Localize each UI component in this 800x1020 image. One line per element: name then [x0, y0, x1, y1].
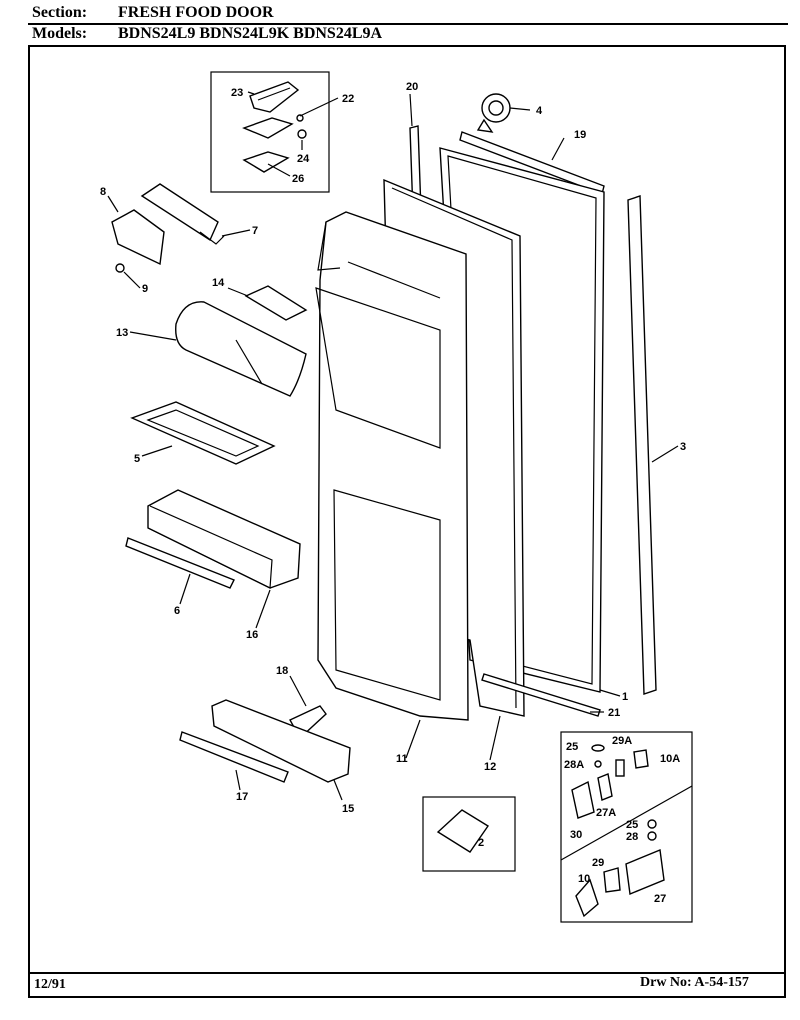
label-21: 21 — [608, 707, 620, 719]
label-18: 18 — [276, 665, 288, 677]
label-16: 16 — [246, 629, 258, 641]
label-27: 27 — [654, 893, 666, 905]
label-19: 19 — [574, 129, 586, 141]
part-16-bin — [147, 489, 301, 589]
label-29a: 29A — [612, 735, 632, 747]
label-22: 22 — [342, 93, 354, 105]
label-3: 3 — [680, 441, 686, 453]
label-17: 17 — [236, 791, 248, 803]
label-25a: 25 — [566, 741, 578, 753]
label-10: 10 — [578, 873, 590, 885]
part-6-strip — [125, 537, 235, 589]
part-15-bin — [211, 699, 351, 783]
footer-divider — [28, 972, 786, 974]
label-12: 12 — [484, 761, 496, 773]
label-7: 7 — [252, 225, 258, 237]
label-30: 30 — [570, 829, 582, 841]
part-4-plug — [476, 93, 511, 133]
part-labels: 23 22 24 26 20 4 19 8 7 9 14 13 5 3 6 16… — [100, 81, 686, 905]
label-1: 1 — [622, 691, 628, 703]
part-17-strip — [179, 731, 289, 783]
part-24-washer — [297, 129, 307, 139]
label-26: 26 — [292, 173, 304, 185]
label-20: 20 — [406, 81, 418, 93]
section-value: FRESH FOOD DOOR — [118, 4, 274, 21]
label-28a: 28A — [564, 759, 584, 771]
diagram-frame — [28, 45, 786, 998]
part-22-plate — [242, 114, 304, 139]
part-2-bracket — [436, 809, 489, 853]
label-5: 5 — [134, 453, 140, 465]
label-15: 15 — [342, 803, 354, 815]
header-divider — [28, 23, 788, 25]
label-24: 24 — [297, 153, 310, 165]
hinge-part-graphics — [571, 744, 665, 918]
drawing-date: 12/91 — [34, 977, 66, 992]
hinge-box-divider — [560, 785, 693, 861]
label-14: 14 — [212, 277, 225, 289]
label-13: 13 — [116, 327, 128, 339]
part-7-switch-arm — [140, 183, 225, 245]
hinge-parts-box — [560, 731, 693, 923]
models-key: Models: — [32, 25, 88, 42]
models-header: Models: BDNS24L9 BDNS24L9K BDNS24L9A — [32, 25, 382, 43]
label-29: 29 — [592, 857, 604, 869]
leader-lines — [107, 91, 679, 801]
part-9-screw — [115, 263, 125, 273]
bracket-kit-box — [210, 71, 330, 193]
section-key: Section: — [32, 4, 88, 21]
label-2: 2 — [478, 837, 484, 849]
label-8: 8 — [100, 186, 106, 198]
part-2-box — [422, 796, 516, 872]
drawing-number: Drw No: A-54-157 — [640, 975, 749, 990]
part-21-bottom-strip — [481, 673, 601, 717]
label-6: 6 — [174, 605, 180, 617]
label-4: 4 — [536, 105, 543, 117]
label-25b: 25 — [626, 819, 638, 831]
part-13-dairy-cover — [175, 301, 307, 397]
label-9: 9 — [142, 283, 148, 295]
part-26-plate — [242, 151, 290, 173]
label-28: 28 — [626, 831, 638, 843]
part-3-side-trim — [627, 195, 657, 695]
label-23: 23 — [231, 87, 243, 99]
models-value: BDNS24L9 BDNS24L9K BDNS24L9A — [118, 25, 383, 42]
part-11-door-liner — [315, 211, 469, 721]
section-header: Section: FRESH FOOD DOOR — [32, 4, 274, 22]
label-27a: 27A — [596, 807, 616, 819]
part-5-egg-tray — [130, 401, 276, 465]
part-23-bracket — [249, 81, 300, 113]
label-11: 11 — [396, 753, 408, 765]
part-14-flap — [244, 285, 308, 321]
label-10a: 10A — [660, 753, 680, 765]
part-8-switch-housing — [111, 209, 165, 266]
